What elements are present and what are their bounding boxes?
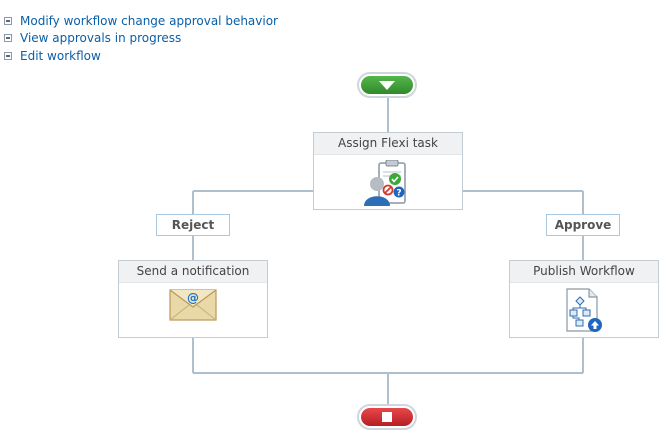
email-envelope-icon: @ [169,289,217,321]
expand-icon [4,51,12,60]
start-arrow-icon [379,81,395,90]
send-notification-action[interactable]: Send a notification @ [118,260,268,338]
assign-task-action[interactable]: Assign Flexi task ? [313,132,463,210]
link-label[interactable]: Modify workflow change approval behavior [20,13,278,28]
branch-reject[interactable]: Reject [156,214,230,236]
publish-workflow-action[interactable]: Publish Workflow [509,260,659,338]
branch-approve[interactable]: Approve [546,214,620,236]
link-view-approvals[interactable]: View approvals in progress [4,30,278,48]
stop-square-icon [382,412,392,422]
action-title: Publish Workflow [510,261,658,283]
expand-icon [4,34,12,43]
expand-icon [4,16,12,25]
action-title: Send a notification [119,261,267,283]
link-label[interactable]: View approvals in progress [20,31,182,46]
publish-workflow-document-icon [566,288,602,332]
link-label[interactable]: Edit workflow [20,48,101,63]
svg-text:?: ? [396,189,401,199]
action-title: Assign Flexi task [314,133,462,155]
workflow-end-node[interactable] [357,404,417,430]
link-modify-approval-behavior[interactable]: Modify workflow change approval behavior [4,12,278,30]
approval-task-icon: ? [364,160,406,206]
link-edit-workflow[interactable]: Edit workflow [4,47,278,65]
svg-text:@: @ [187,291,199,305]
workflow-start-node[interactable] [357,72,417,98]
action-links: Modify workflow change approval behavior… [4,12,278,65]
